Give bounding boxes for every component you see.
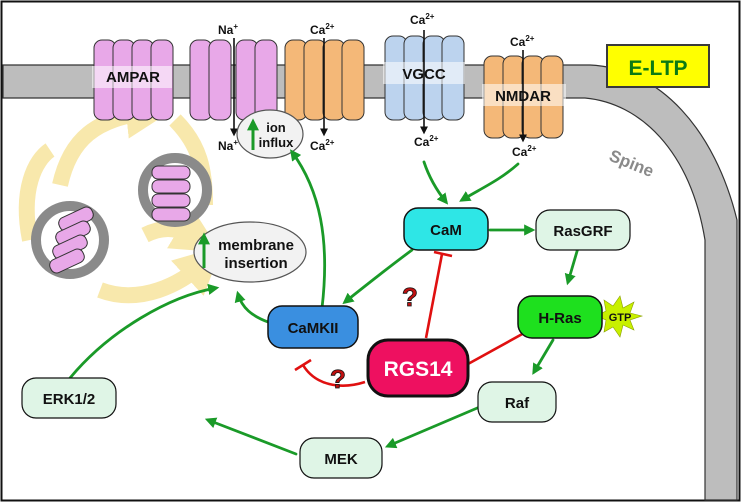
hras-label: H-Ras: [538, 310, 581, 327]
ca2-top: Ca2+: [410, 12, 435, 27]
ampar-channel-2: [189, 39, 278, 121]
gtp-label: GTP: [609, 312, 632, 324]
ampar-channel: AMPAR: [92, 39, 174, 121]
inhibit-camkii: [301, 364, 366, 387]
arrow-erk-to-insertion: [68, 283, 220, 380]
raf-label: Raf: [505, 395, 530, 412]
gtp-badge: GTP: [595, 295, 644, 338]
arrow-camkii-to-insertion: [234, 290, 270, 324]
ion-labels: Na+ Na+ Ca2+ Ca2+ Ca2+ Ca2+ Ca2+ Ca2+: [218, 12, 537, 159]
ca3-top: Ca2+: [510, 34, 535, 49]
node-raf: Raf: [477, 381, 557, 423]
node-rgs14: RGS14: [366, 338, 470, 398]
arrow-mek-to-erk: [204, 417, 298, 456]
membrane-insertion-node: membrane insertion: [193, 221, 307, 283]
ion-influx-line1: ion: [266, 120, 286, 135]
question-mark-camkii: ?: [330, 364, 346, 394]
vesicle-left: [31, 201, 109, 279]
cam-label: CaM: [430, 222, 462, 239]
ion-flow-arrows: [230, 30, 527, 143]
arrow-ca-to-cam-1: [422, 160, 449, 205]
membrane-insertion-line1: membrane: [218, 237, 294, 254]
na-top: Na+: [218, 22, 238, 37]
calcium-channel: [284, 39, 365, 121]
node-hras: H-Ras: [517, 295, 603, 339]
vgcc-channel: VGCC: [383, 35, 465, 121]
node-mek: MEK: [299, 437, 383, 479]
ca3-bottom: Ca2+: [512, 144, 537, 159]
e-ltp-label: E-LTP: [628, 57, 687, 80]
erk-label: ERK1/2: [43, 391, 96, 408]
ca1-top: Ca2+: [310, 22, 335, 37]
inhibit-cam: [424, 253, 444, 339]
ca1-bottom: Ca2+: [310, 138, 335, 153]
rasgrf-label: RasGRF: [553, 223, 612, 240]
arrow-raf-to-mek: [384, 404, 484, 449]
arrow-cam-to-camkii: [342, 248, 414, 305]
nmdar-channel: NMDAR: [482, 55, 566, 139]
node-camkii: CaMKII: [267, 305, 359, 349]
question-mark-cam: ?: [402, 282, 418, 312]
ca2-bottom: Ca2+: [414, 134, 439, 149]
e-ltp-badge: [606, 44, 710, 88]
node-rasgrf: RasGRF: [535, 209, 631, 251]
arrow-ca-to-cam-2: [459, 162, 520, 202]
arrow-rasgrf-to-hras: [564, 246, 580, 286]
arrow-camkii-to-ion-influx: [290, 149, 327, 310]
node-erk: ERK1/2: [21, 377, 117, 419]
node-cam: CaM: [403, 207, 489, 251]
activation-arrows: [68, 149, 580, 456]
na-bottom: Na+: [218, 138, 238, 153]
membrane-insertion-line2: insertion: [224, 255, 287, 272]
ion-influx-node: ion influx: [236, 109, 304, 159]
mek-label: MEK: [324, 451, 358, 468]
vesicle-right: [138, 153, 212, 227]
ion-influx-line2: influx: [259, 135, 294, 150]
rgs14-label: RGS14: [384, 358, 453, 381]
arrow-hras-to-raf: [532, 338, 555, 375]
camkii-label: CaMKII: [288, 320, 339, 337]
ampar-label: AMPAR: [106, 69, 160, 86]
